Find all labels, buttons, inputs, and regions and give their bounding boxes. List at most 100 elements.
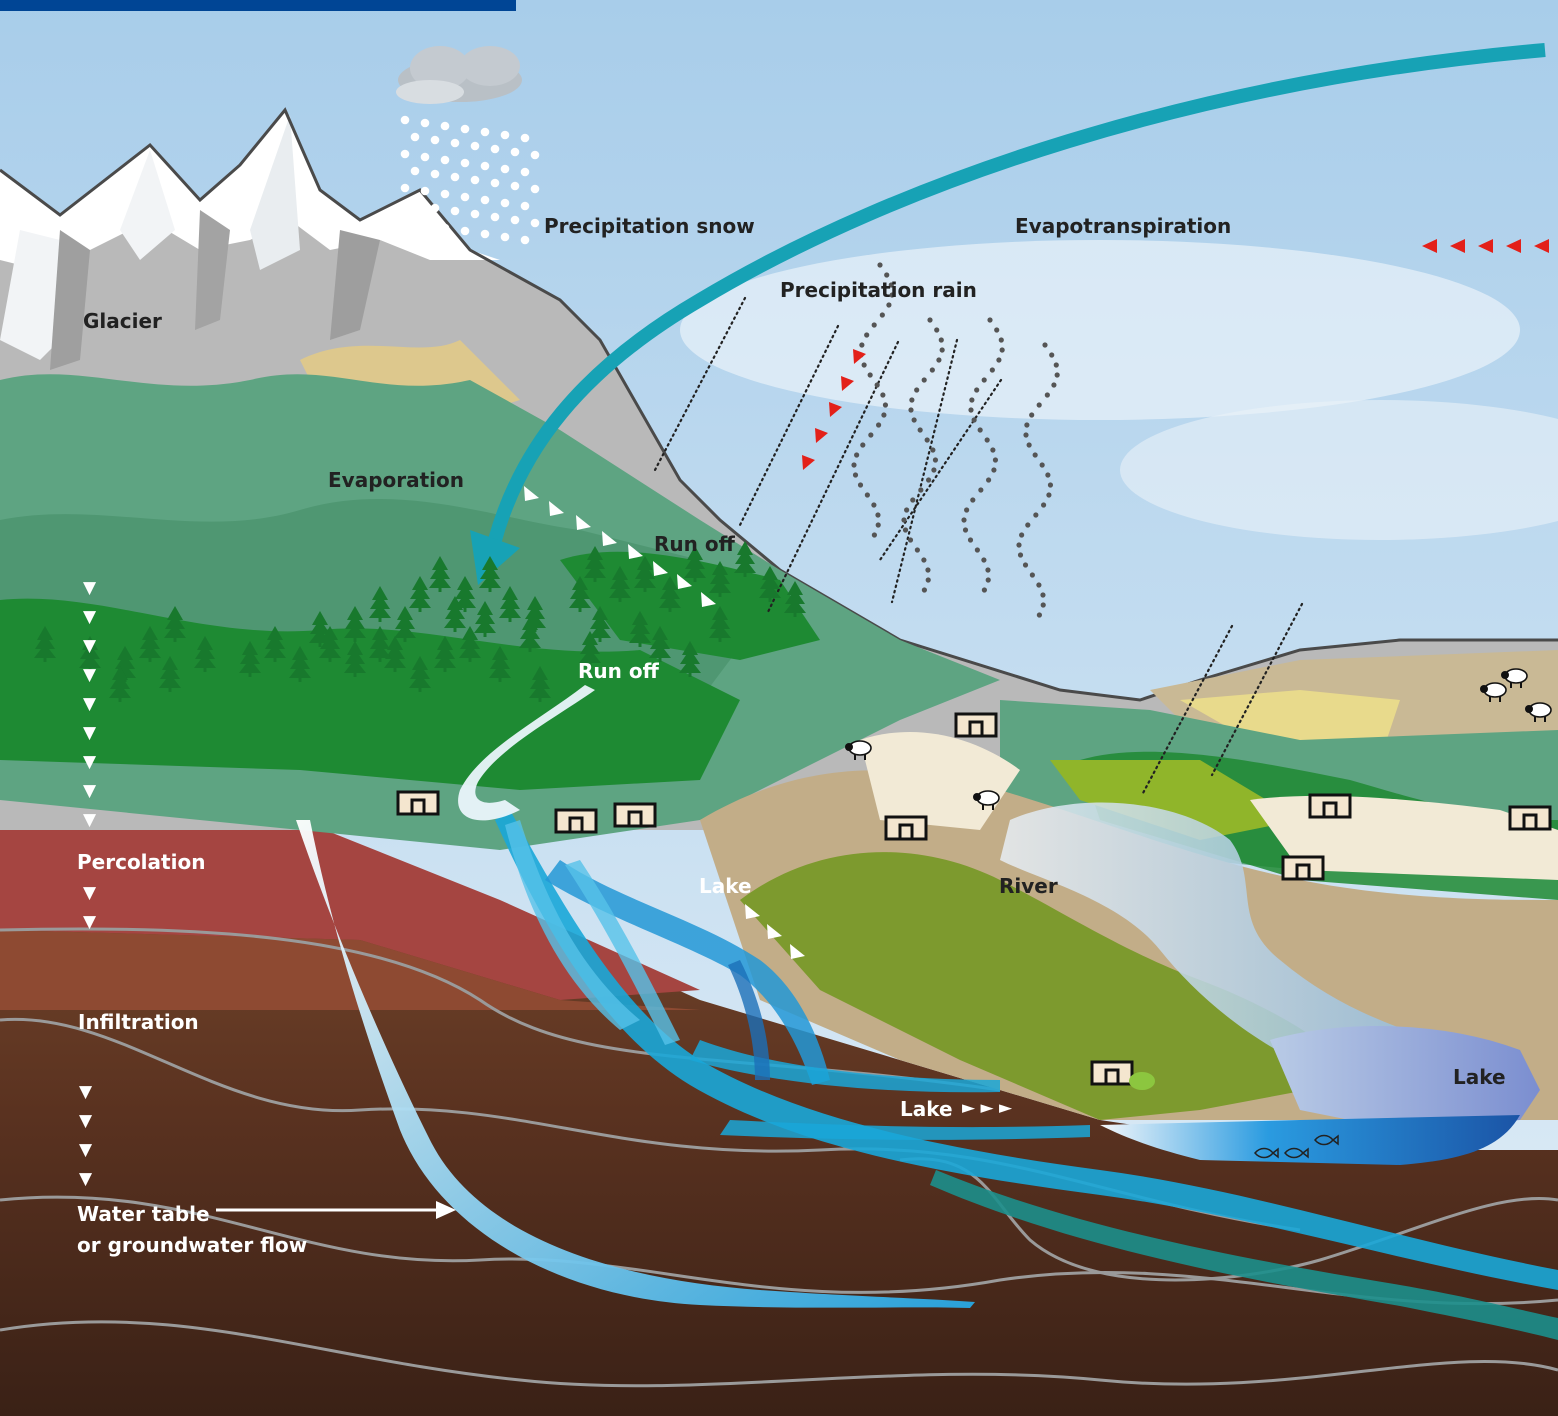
flow-arrow bbox=[701, 592, 716, 607]
rain-drop bbox=[1045, 472, 1051, 478]
label-run-off-upper: Run off bbox=[654, 532, 735, 556]
rain-drop bbox=[962, 527, 969, 533]
rain-drop bbox=[857, 482, 864, 488]
flow-arrow bbox=[602, 531, 617, 546]
rain-drop bbox=[859, 342, 865, 348]
rain-drop bbox=[1044, 392, 1050, 398]
house-icon bbox=[1308, 793, 1352, 819]
rain-drop bbox=[901, 517, 907, 523]
rain-drop bbox=[998, 337, 1004, 343]
rain-drop bbox=[908, 407, 914, 413]
rain-drop bbox=[914, 387, 920, 393]
flow-arrow bbox=[549, 501, 564, 516]
rain-drop bbox=[877, 262, 883, 268]
snow-dot bbox=[460, 158, 470, 168]
rain-drop bbox=[925, 477, 932, 483]
rain-drop bbox=[914, 547, 920, 553]
label-lake-middle: Lake bbox=[699, 874, 752, 898]
rain-drop bbox=[902, 527, 909, 533]
house-icon bbox=[1508, 805, 1552, 831]
rain-drop bbox=[992, 457, 999, 463]
flow-arrow bbox=[767, 924, 782, 939]
rain-drop bbox=[936, 357, 942, 363]
snow-dot bbox=[490, 144, 500, 154]
snow-dot bbox=[400, 217, 410, 227]
rain-drop bbox=[917, 427, 923, 433]
rain-drop bbox=[871, 532, 877, 538]
evapotranspiration-arrow-head bbox=[470, 530, 520, 585]
rain-drop bbox=[961, 517, 967, 523]
snow-dot bbox=[510, 181, 520, 191]
snow-dot bbox=[500, 130, 510, 140]
rain-drop bbox=[1036, 612, 1042, 618]
snow-dot bbox=[490, 178, 500, 188]
rain-drop bbox=[977, 427, 983, 433]
rain-drop bbox=[934, 327, 940, 333]
rain-drop bbox=[939, 347, 945, 353]
flow-arrow bbox=[745, 904, 760, 919]
rain-drop bbox=[1054, 372, 1060, 378]
label-precipitation-snow: Precipitation snow bbox=[544, 214, 755, 238]
rain-drop bbox=[875, 522, 881, 528]
rain-drop bbox=[985, 477, 992, 483]
snow-dot bbox=[400, 183, 410, 193]
header-bar bbox=[0, 0, 516, 11]
rain-drop bbox=[924, 437, 930, 443]
lake-flow-arrows: ► ► ► bbox=[962, 1098, 1013, 1118]
rain-drop bbox=[1023, 432, 1029, 438]
rain-drop bbox=[991, 467, 997, 473]
snow-dot bbox=[480, 195, 490, 205]
snow-dot bbox=[410, 200, 420, 210]
rain-drop bbox=[981, 377, 987, 383]
label-evaporation: Evaporation bbox=[328, 468, 465, 492]
rain-drop bbox=[864, 492, 870, 498]
houses bbox=[396, 712, 1552, 1090]
rain-drop bbox=[967, 537, 974, 543]
rain-drop bbox=[879, 312, 885, 318]
rain-line bbox=[890, 338, 959, 604]
rain-drop bbox=[1032, 452, 1038, 458]
snow-dot bbox=[440, 155, 450, 165]
label-water-table: Water table bbox=[77, 1202, 210, 1226]
rain-drop bbox=[889, 292, 895, 298]
snow-dot bbox=[480, 161, 490, 171]
rain-drop bbox=[1040, 502, 1047, 508]
rain-drop bbox=[909, 397, 915, 403]
red-triangle bbox=[1506, 239, 1521, 253]
house-icon bbox=[1090, 1060, 1134, 1086]
snow-dot bbox=[500, 198, 510, 208]
red-triangle bbox=[841, 376, 854, 391]
rain-drop bbox=[854, 452, 860, 458]
rain-line bbox=[653, 296, 747, 472]
rain-drop bbox=[994, 327, 1000, 333]
flow-arrow bbox=[628, 544, 643, 559]
snow-dot bbox=[520, 167, 530, 177]
rain-drop bbox=[884, 272, 890, 278]
rain-drop bbox=[929, 367, 935, 373]
snow-dot bbox=[460, 124, 470, 134]
snow-dot bbox=[430, 135, 440, 145]
flow-arrow-icon bbox=[524, 486, 805, 959]
house-icon bbox=[1281, 855, 1325, 881]
rain-drop bbox=[1019, 532, 1025, 538]
rain-drop bbox=[1022, 562, 1029, 568]
label-lake-flow: Lake bbox=[900, 1097, 953, 1121]
red-triangle bbox=[1450, 239, 1465, 253]
rain-drop bbox=[999, 347, 1005, 353]
label-precipitation-rain: Precipitation rain bbox=[780, 278, 977, 302]
rain-drop bbox=[1036, 402, 1042, 408]
rain-drop bbox=[852, 472, 859, 478]
rain-drop bbox=[1036, 582, 1042, 588]
rain-drop bbox=[927, 317, 933, 323]
house-icon bbox=[613, 802, 657, 828]
rain-drop bbox=[904, 507, 910, 513]
rain-drop bbox=[990, 447, 996, 453]
flow-arrow bbox=[653, 561, 668, 576]
rain-drop bbox=[1053, 362, 1059, 368]
snow-dot bbox=[530, 218, 540, 228]
snow-dot bbox=[500, 232, 510, 242]
rain-drop bbox=[875, 512, 881, 518]
rain-drop bbox=[930, 447, 936, 453]
rain-drop bbox=[921, 587, 927, 593]
